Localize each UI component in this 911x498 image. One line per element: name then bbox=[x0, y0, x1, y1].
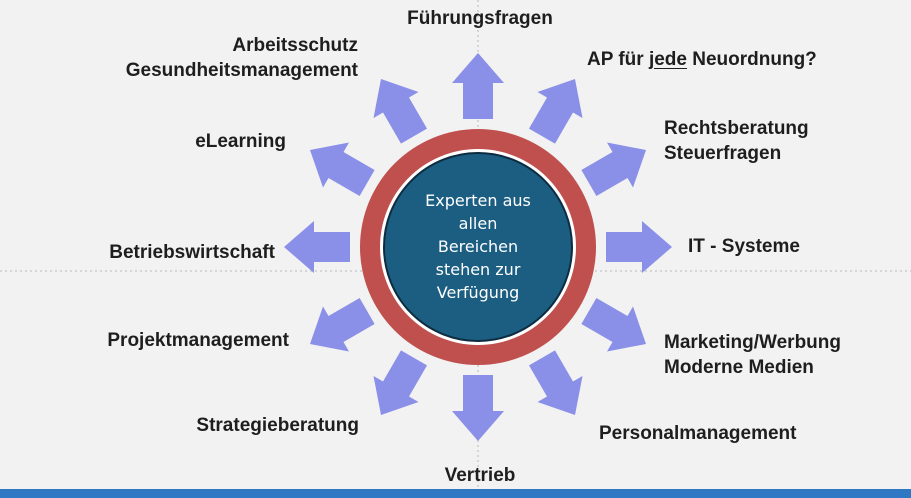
label-arbeitsschutz: Arbeitsschutz bbox=[232, 35, 358, 56]
label-ap-prefix: AP für bbox=[587, 49, 649, 70]
center-line-4: stehen zur bbox=[435, 260, 521, 279]
label-vertrieb: Vertrieb bbox=[444, 465, 516, 486]
label-moderne-medien: Moderne Medien bbox=[664, 357, 814, 378]
label-elearning: eLearning bbox=[195, 131, 286, 152]
arrow-bottom-right-1 bbox=[581, 298, 646, 352]
arrow-group bbox=[284, 53, 672, 441]
label-fuehrungsfragen: Führungsfragen bbox=[407, 8, 553, 29]
center-line-1: Experten aus bbox=[425, 191, 531, 210]
label-personalmanagement: Personalmanagement bbox=[599, 423, 797, 444]
arrow-top-left-2 bbox=[373, 79, 427, 144]
center-text: Experten aus allen Bereichen stehen zur … bbox=[403, 189, 553, 304]
arrow-bottom-right-2 bbox=[529, 350, 583, 415]
label-ap-suffix: Neuordnung? bbox=[686, 49, 817, 70]
label-strategieberatung: Strategieberatung bbox=[196, 415, 359, 436]
arrow-top-right-2 bbox=[581, 142, 646, 196]
center-line-2: allen bbox=[458, 214, 498, 233]
arrow-bottom bbox=[452, 375, 504, 441]
arrow-top-left-1 bbox=[310, 142, 375, 196]
label-marketing: Marketing/Werbung bbox=[664, 332, 841, 353]
label-betriebswirtschaft: Betriebswirtschaft bbox=[109, 242, 275, 263]
arrow-right bbox=[606, 221, 672, 273]
center-line-3: Bereichen bbox=[437, 237, 519, 256]
label-ap-underlined: jede bbox=[648, 49, 687, 70]
arrow-top bbox=[452, 53, 504, 119]
label-it-systeme: IT - Systeme bbox=[688, 236, 800, 257]
label-rechtsberatung-steuerfragen: Rechtsberatung Steuerfragen bbox=[664, 116, 809, 166]
arrow-left bbox=[284, 221, 350, 273]
label-marketing-medien: Marketing/Werbung Moderne Medien bbox=[664, 330, 841, 380]
label-arbeitsschutz-gesundheit: Arbeitsschutz Gesundheitsmanagement bbox=[126, 33, 358, 83]
arrow-bottom-left-1 bbox=[373, 350, 427, 415]
label-ap-neuordnung: AP für jede Neuordnung? bbox=[587, 47, 817, 72]
arrow-bottom-left-2 bbox=[310, 298, 375, 352]
center-line-5: Verfügung bbox=[436, 283, 520, 302]
center-circle bbox=[383, 152, 573, 342]
label-rechtsberatung: Rechtsberatung bbox=[664, 118, 809, 139]
arrow-top-right-1 bbox=[529, 79, 583, 144]
label-gesundheitsmanagement: Gesundheitsmanagement bbox=[125, 60, 358, 81]
bottom-bar bbox=[0, 489, 911, 498]
label-projektmanagement: Projektmanagement bbox=[107, 330, 289, 351]
label-steuerfragen: Steuerfragen bbox=[664, 143, 782, 164]
